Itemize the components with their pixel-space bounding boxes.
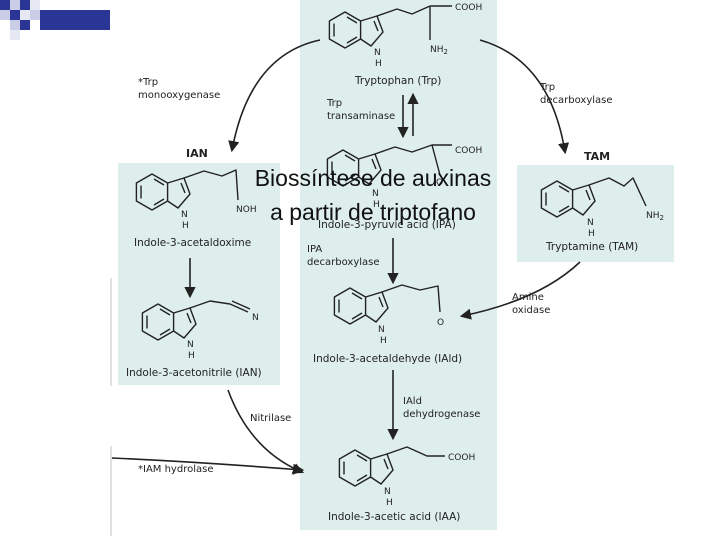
corner-square-1 xyxy=(0,0,10,10)
tam-side-chain xyxy=(588,177,647,207)
arrow-trp-to-iaox xyxy=(228,39,321,153)
ian-n-nitrile: N xyxy=(252,313,259,323)
compound-tryptamine: TAM NH2 N H Tryptamine (TAM) xyxy=(540,150,664,253)
iaa-h: H xyxy=(386,498,393,508)
enzyme-trp-transaminase-1: Trp xyxy=(326,98,342,109)
tryptophan-ring xyxy=(328,11,384,49)
left-edge-line-2 xyxy=(110,446,112,536)
enzyme-nitrilase: Nitrilase xyxy=(250,413,291,424)
left-edge-line-1 xyxy=(110,278,112,386)
tam-n: N xyxy=(587,218,594,228)
tam-pathway-panel xyxy=(517,165,674,262)
enzyme-iald-dehydrogenase-2: dehydrogenase xyxy=(403,409,480,420)
tryptophan-nh2: NH2 xyxy=(430,45,448,56)
compound-indole-3-acetic-acid: COOH N H Indole-3-acetic acid (IAA) xyxy=(328,446,475,523)
corner-square-10 xyxy=(20,20,30,30)
tam-nh2: NH2 xyxy=(646,211,664,222)
tryptophan-label: Tryptophan (Trp) xyxy=(354,75,441,87)
enzyme-ipa-decarboxylase-2: decarboxylase xyxy=(307,257,380,268)
ipa-n: N xyxy=(372,189,379,199)
compound-indole-3-acetonitrile: N N H Indole-3-acetonitrile (IAN) xyxy=(126,300,262,379)
ipa-side-chain xyxy=(374,144,452,155)
tam-label: Tryptamine (TAM) xyxy=(545,241,638,253)
iaox-h: H xyxy=(182,221,189,231)
corner-bar xyxy=(40,10,110,30)
tryptophan-cooh: COOH xyxy=(455,3,482,13)
ian-pathway-panel xyxy=(118,163,280,385)
enzyme-amine-oxidase-2: oxidase xyxy=(512,305,550,316)
iald-n: N xyxy=(378,325,385,335)
slide-title-line-2: a partir de triptofano xyxy=(270,199,476,225)
central-pathway-panel xyxy=(300,0,497,530)
tryptophan-n: N xyxy=(374,48,381,58)
enzyme-ipa-decarboxylase-1: IPA xyxy=(307,244,322,255)
arrow-iam-to-iaa xyxy=(111,457,305,475)
compound-indole-3-acetaldehyde: O N H Indole-3-acetaldehyde (IAld) xyxy=(313,284,462,365)
iald-h: H xyxy=(380,336,387,346)
corner-square-11 xyxy=(10,30,20,40)
corner-square-4 xyxy=(30,0,40,10)
iaox-side-chain xyxy=(183,169,239,201)
corner-square-9 xyxy=(10,20,20,30)
corner-square-8 xyxy=(30,10,40,20)
ipa-cooh: COOH xyxy=(455,146,482,156)
iaa-n: N xyxy=(384,487,391,497)
tryptophan-h: H xyxy=(375,59,382,69)
ian-n: N xyxy=(187,340,194,350)
iaox-n: N xyxy=(181,210,188,220)
iaox-noh: NOH xyxy=(236,205,257,215)
ian-abbr: IAN xyxy=(186,147,208,160)
enzyme-iam-hydrolase: *IAM hydrolase xyxy=(138,464,213,475)
ian-h: H xyxy=(188,351,195,361)
ian-ring xyxy=(141,303,197,341)
arrow-tam-to-iald xyxy=(459,261,581,320)
compound-tryptophan: COOH NH2 N H Tryptophan (Trp) xyxy=(328,3,482,87)
enzyme-trp-transaminase-2: transaminase xyxy=(327,111,395,122)
iaa-ring xyxy=(338,449,394,487)
iaa-label: Indole-3-acetic acid (IAA) xyxy=(328,511,460,523)
enzyme-trp-decarboxylase-1: Trp xyxy=(539,82,555,93)
ipa-h: H xyxy=(373,200,380,210)
corner-square-5 xyxy=(0,10,10,20)
iald-ring xyxy=(333,287,389,325)
tam-ring xyxy=(540,180,596,218)
enzyme-trp-decarboxylase-2: decarboxylase xyxy=(540,95,613,106)
iaa-side-chain xyxy=(386,446,445,457)
enzyme-trp-monooxygenase-2: monooxygenase xyxy=(138,90,220,101)
enzyme-trp-monooxygenase-1: *Trp xyxy=(138,77,158,88)
iald-side-chain xyxy=(381,284,441,313)
iaox-label: Indole-3-acetaldoxime xyxy=(134,237,251,249)
compound-indole-3-pyruvic-acid: COOH O N H Indole-3-pyruvic acid (IPA) xyxy=(318,144,482,231)
corner-square-3 xyxy=(20,0,30,10)
slide-title-line-1: Biossíntese de auxinas xyxy=(255,165,492,191)
iaa-cooh: COOH xyxy=(448,453,475,463)
iald-o: O xyxy=(437,318,444,328)
corner-square-7 xyxy=(20,10,30,20)
ian-label: Indole-3-acetonitrile (IAN) xyxy=(126,367,262,379)
enzyme-amine-oxidase-1: Amine xyxy=(512,292,544,303)
corner-square-6 xyxy=(10,10,20,20)
enzyme-iald-dehydrogenase-1: IAld xyxy=(403,396,422,407)
compound-indole-3-acetaldoxime: IAN NOH N H Indole-3-acetaldoxime xyxy=(134,147,257,249)
iald-label: Indole-3-acetaldehyde (IAld) xyxy=(313,353,462,365)
iaox-ring xyxy=(135,173,191,211)
ian-side-chain xyxy=(189,300,249,313)
corner-square-2 xyxy=(10,0,20,10)
arrow-trp-to-tam xyxy=(479,39,570,155)
tam-abbr: TAM xyxy=(584,150,610,163)
tam-h: H xyxy=(588,229,595,239)
tryptophan-side-chain xyxy=(376,8,413,17)
ipa-o: O xyxy=(436,178,443,188)
ipa-label: Indole-3-pyruvic acid (IPA) xyxy=(318,219,456,231)
arrow-ian-to-iaa xyxy=(227,389,305,474)
